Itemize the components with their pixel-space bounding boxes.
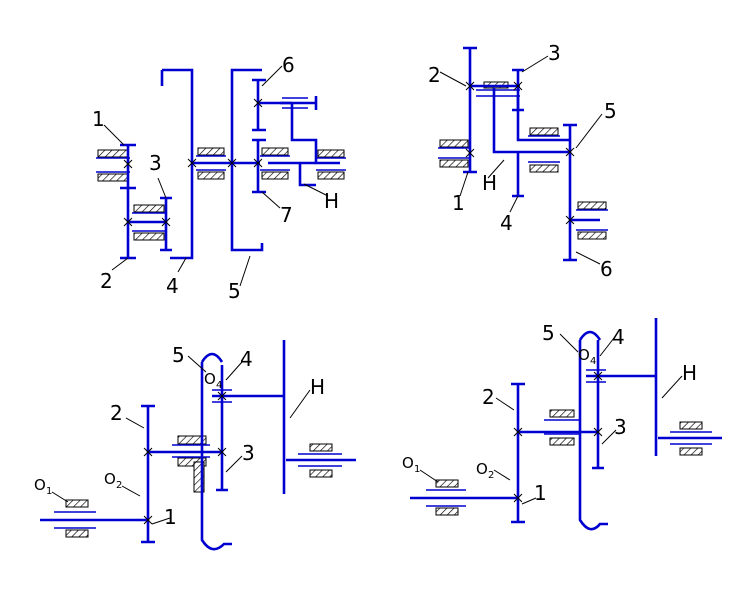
label-gear-1: 1 (164, 505, 177, 529)
label-gear-1: 1 (452, 191, 465, 215)
bearing-support (133, 204, 165, 213)
bearing-support (317, 149, 345, 158)
bearing-support (65, 529, 89, 538)
label-carrier-h: H (682, 361, 697, 385)
bearing-support (577, 201, 607, 210)
label-gear-3: 3 (242, 441, 255, 465)
label-axis-o4-sub: 4 (216, 380, 222, 391)
label-axis-o4-sub: 4 (590, 356, 596, 367)
label-gear-3: 3 (548, 41, 561, 65)
bearing-support (97, 173, 129, 182)
bearing-support (679, 421, 703, 430)
label-gear-4: 4 (240, 347, 253, 371)
bearing-support (435, 507, 459, 516)
bearing-support (529, 127, 559, 136)
label-gear-4: 4 (612, 325, 625, 349)
label-axis-o1: O (402, 454, 414, 472)
label-axis-o4: O (204, 370, 216, 388)
bearing-support (309, 443, 333, 452)
label-axis-o2: O (476, 460, 488, 478)
label-gear-2: 2 (482, 385, 495, 409)
bearing-support (65, 499, 89, 508)
label-axis-o1: O (34, 476, 46, 494)
label-carrier-h: H (324, 189, 339, 213)
label-gear-1: 1 (92, 107, 105, 131)
bearing-support (261, 171, 289, 180)
label-axis-o4: O (578, 346, 590, 364)
bearing-support (549, 437, 575, 446)
bearing-support (197, 147, 225, 156)
label-gear-4: 4 (500, 211, 513, 235)
bearing-support (133, 232, 165, 241)
label-gear-5: 5 (542, 321, 555, 345)
label-gear-2: 2 (100, 269, 113, 293)
label-gear-4: 4 (166, 274, 179, 298)
label-axis-o1-sub: 1 (414, 464, 420, 475)
bearing-support (549, 409, 575, 418)
label-carrier-h: H (310, 375, 325, 399)
label-gear-3: 3 (149, 151, 162, 175)
bearing-support (197, 171, 225, 180)
label-axis-o2-sub: 2 (116, 480, 122, 491)
label-gear-1: 1 (534, 481, 547, 505)
label-gear-2: 2 (110, 401, 123, 425)
bearing-support (193, 461, 205, 493)
label-axis-o2-sub: 2 (488, 470, 494, 481)
bearing-support (679, 447, 703, 456)
scheme-top-right: 2 3 5 H 1 4 6 (428, 41, 617, 281)
scheme-top-left: 1 3 2 4 5 6 7 H (92, 53, 346, 303)
bearing-support (177, 457, 207, 467)
label-gear-6: 6 (282, 53, 295, 77)
label-gear-6: 6 (600, 257, 613, 281)
bearing-support (261, 147, 289, 156)
bearing-support (577, 231, 607, 240)
scheme-bottom-left: 2 5 4 O 4 H 3 O 1 O 2 1 (34, 340, 356, 551)
label-axis-o2: O (104, 470, 116, 488)
label-carrier-h: H (482, 171, 497, 195)
label-gear-7: 7 (280, 203, 293, 227)
label-gear-5: 5 (172, 343, 185, 367)
label-gear-3: 3 (614, 415, 627, 439)
bearing-support (317, 171, 345, 180)
bearing-support (435, 479, 459, 488)
bearing-support (177, 435, 207, 445)
bearing-support (529, 164, 559, 173)
scheme-bottom-right: 2 5 4 O 4 H 3 O 1 O 2 1 (402, 318, 722, 531)
bearing-support (97, 149, 129, 158)
bearing-support (439, 139, 469, 148)
label-gear-2: 2 (428, 63, 441, 87)
label-gear-5: 5 (604, 99, 617, 123)
label-axis-o1-sub: 1 (46, 486, 52, 497)
label-gear-5: 5 (228, 279, 241, 303)
bearing-support (439, 159, 469, 168)
bearing-support (309, 469, 333, 478)
